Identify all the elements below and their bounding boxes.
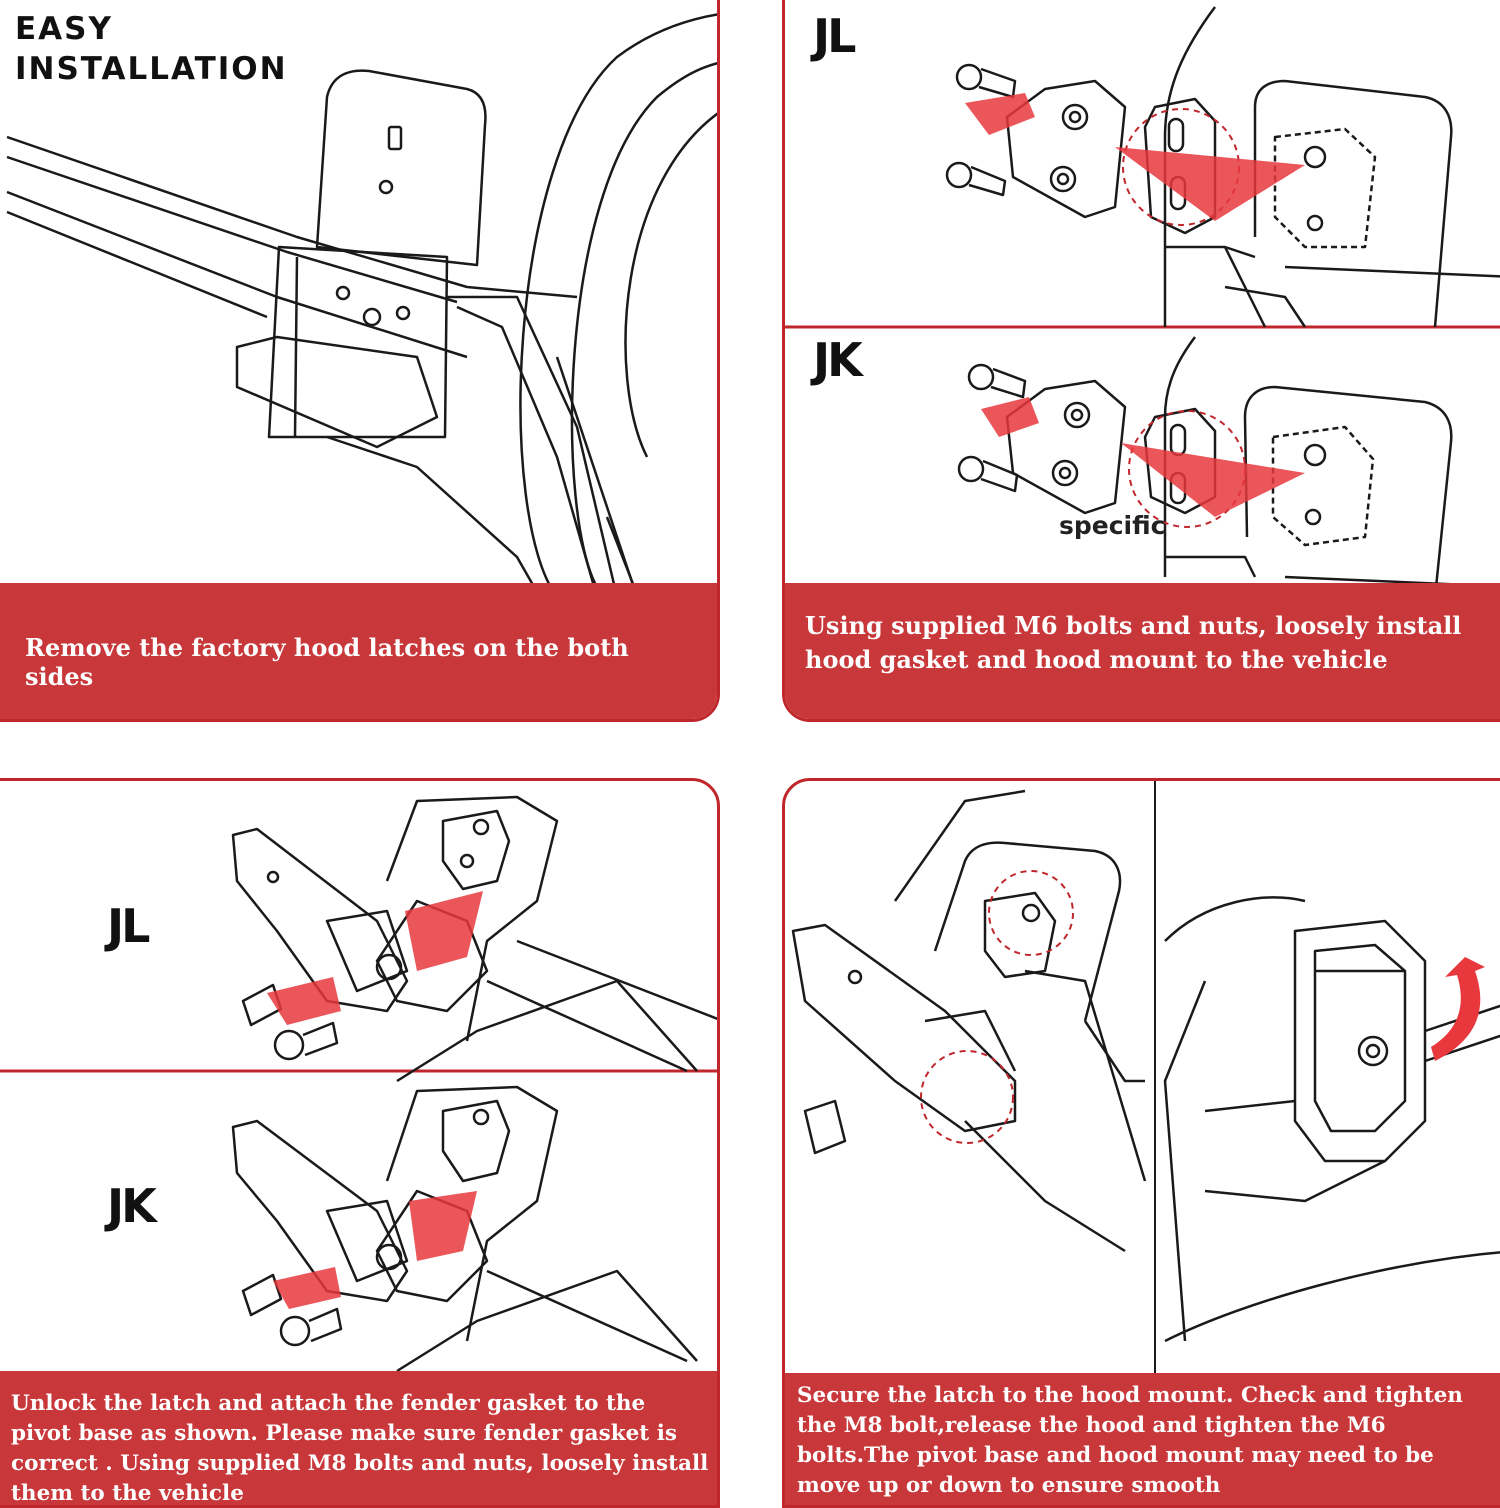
- step-2-callout: specific: [1059, 511, 1166, 540]
- step-3-caption: Unlock the latch and attach the fender g…: [0, 1371, 717, 1505]
- step-4-caption: Secure the latch to the hood mount. Chec…: [785, 1373, 1500, 1505]
- step-1-panel: EASY INSTALLATION Remove the factory hoo…: [0, 0, 720, 722]
- step-1-caption: Remove the factory hood latches on the b…: [0, 583, 717, 719]
- step-2-illustration: [785, 6, 1500, 598]
- step-2-jk-label: JK: [813, 333, 863, 387]
- step-2-panel: JL JK specific Using supplied M6 bolts a…: [782, 0, 1500, 722]
- step-2-caption: Using supplied M6 bolts and nuts, loosel…: [785, 583, 1500, 719]
- step-1-illustration: [6, 13, 717, 698]
- step-2-jl-label: JL: [813, 9, 856, 63]
- page-title-line-2: INSTALLATION: [15, 51, 288, 87]
- page-title: EASY INSTALLATION: [15, 9, 288, 89]
- step-4-illustration: [791, 781, 1500, 1381]
- step-4-panel: Secure the latch to the hood mount. Chec…: [782, 778, 1500, 1508]
- step-3-jk-label: JK: [107, 1179, 157, 1233]
- step-3-jl-label: JL: [107, 899, 150, 953]
- step-3-illustration: [0, 795, 717, 1373]
- step-3-panel: JL JK Unlock the latch and attach the fe…: [0, 778, 720, 1508]
- page-title-line-1: EASY: [15, 11, 113, 47]
